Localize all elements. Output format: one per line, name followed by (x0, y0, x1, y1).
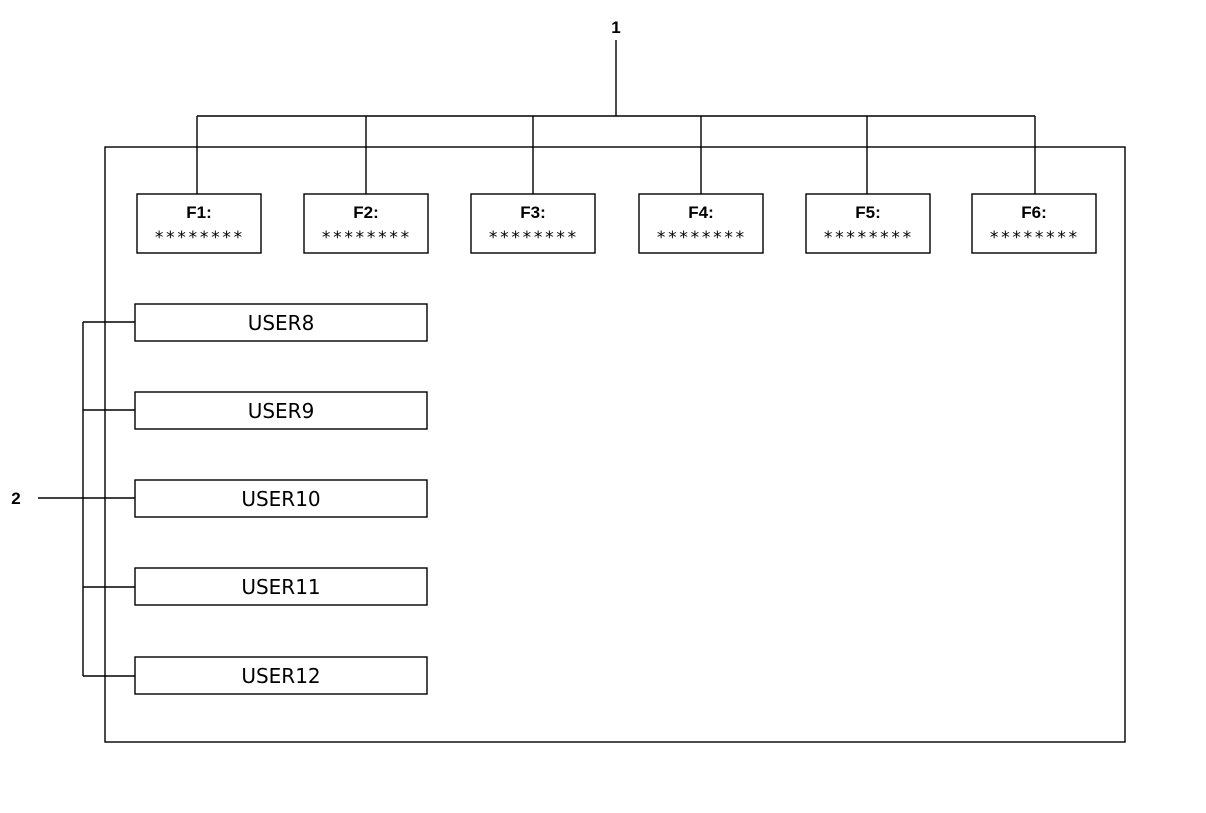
user-button-label: USER12 (241, 664, 320, 688)
user-button-user11[interactable]: USER11 (134, 567, 428, 606)
user-button-user12[interactable]: USER12 (134, 656, 428, 695)
fkey-label: F5: (855, 203, 881, 222)
fkey-value: ******** (823, 228, 913, 248)
fkey-label: F6: (1021, 203, 1047, 222)
fkey-f5[interactable]: F5: ******** (805, 193, 931, 254)
user-button-label: USER10 (241, 487, 320, 511)
fkey-value: ******** (989, 228, 1079, 248)
fkey-f1[interactable]: F1: ******** (136, 193, 262, 254)
fkey-f6[interactable]: F6: ******** (971, 193, 1097, 254)
fkey-label: F3: (520, 203, 546, 222)
fkey-label: F1: (186, 203, 212, 222)
fkey-value: ******** (656, 228, 746, 248)
user-button-user8[interactable]: USER8 (134, 303, 428, 342)
fkey-value: ******** (488, 228, 578, 248)
fkey-f4[interactable]: F4: ******** (638, 193, 764, 254)
user-button-label: USER8 (248, 311, 315, 335)
screen-frame (104, 146, 1126, 743)
callout-2-bracket (38, 321, 135, 677)
callout-1-label: 1 (611, 18, 620, 37)
fkey-value: ******** (321, 228, 411, 248)
fkey-f3[interactable]: F3: ******** (470, 193, 596, 254)
user-button-label: USER9 (248, 399, 315, 423)
user-button-user10[interactable]: USER10 (134, 479, 428, 518)
user-button-user9[interactable]: USER9 (134, 391, 428, 430)
user-button-label: USER11 (241, 575, 320, 599)
fkey-label: F4: (688, 203, 714, 222)
fkey-f2[interactable]: F2: ******** (303, 193, 429, 254)
callout-2-label: 2 (11, 489, 20, 508)
fkey-label: F2: (353, 203, 379, 222)
callout-1-bracket (196, 40, 1036, 194)
fkey-value: ******** (154, 228, 244, 248)
